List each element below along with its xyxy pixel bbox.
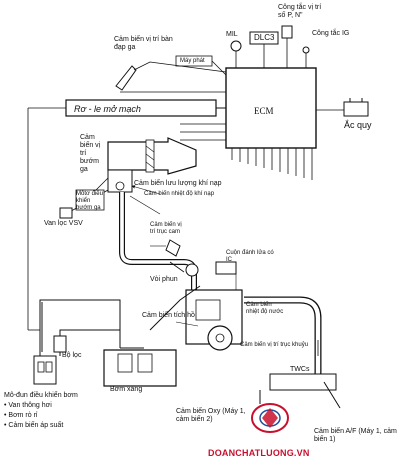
vsv-box [59, 207, 73, 219]
throttle-motor-box [75, 189, 105, 211]
pump-module-item-1: • Bơm rò rỉ [4, 412, 38, 419]
gear-switch-label: Công tắc vị trí số P, N" [278, 4, 322, 19]
throttle-position-sensor-label: Cảm biến vị trí bàn đạp ga [114, 36, 173, 51]
filter-label: Bộ lọc [62, 352, 82, 359]
mil-label: MIL [226, 31, 238, 38]
af-sensor-label: Cảm biến A/F (Máy 1, cảm biến 1) [314, 428, 397, 443]
ig-switch-label: Công tắc IG [312, 30, 350, 37]
intake-temp-sensor-label: Cảm biến nhiệt độ khí nạp [144, 191, 215, 197]
dlc3-label: DLC3 [254, 33, 275, 42]
coolant-temp-sensor-label: Cảm biến nhiệt độ nước [246, 302, 284, 315]
watermark-text: DOANCHATLUONG.VN [208, 448, 310, 458]
ecm-label: ECM [254, 106, 274, 116]
generator-label: Máy phát [180, 58, 205, 64]
o2-sensor-label: Cảm biến Oxy (Máy 1, cảm biến 2) [176, 408, 246, 423]
cam-sensor-label: Cảm biến vị trí trục cam [150, 222, 182, 235]
throttle-motor-label: Môtơ điều khiển bướm ga [76, 191, 103, 211]
filter-box [53, 335, 67, 353]
pump-module-box [33, 355, 57, 385]
pump-module-item-0: • Van thông hơi [4, 402, 52, 409]
crank-sensor-label: Cảm biến vị trí trục khuỷu [240, 342, 309, 348]
ignition-coil-label: Cuộn đánh lửa có IC [226, 250, 274, 263]
knock-sensor-label: Cảm biến tích hồ [142, 312, 195, 319]
throttle-body-sensor-label: Cảm biến vị trí bướm ga [80, 134, 101, 173]
twc-box [269, 373, 337, 391]
fuel-pump-label: Bơm xăng [110, 386, 143, 393]
watermark-logo [251, 403, 289, 433]
gear-switch-box [281, 25, 293, 39]
airflow-sensor-label: Cảm biến lưu lượng khí nạp [134, 180, 222, 187]
twcs-label: TWCs [290, 366, 310, 373]
ecm-box [225, 67, 317, 149]
battery-box [343, 101, 369, 117]
pump-module-item-2: • Cảm biến áp suất [4, 422, 64, 429]
pump-module-title: Mô-đun điều khiển bơm [4, 392, 78, 399]
mil-lamp [230, 40, 242, 52]
injector-label: Vòi phun [150, 276, 178, 283]
ignition-coil-shape [215, 261, 237, 275]
injector-shape [165, 239, 181, 257]
battery-label: Ắc quy [344, 120, 372, 130]
relay-label: Rơ - le mở mạch [74, 104, 141, 114]
pedal-sensor-shape [115, 65, 137, 91]
vsv-label: Van lọc VSV [44, 220, 83, 227]
